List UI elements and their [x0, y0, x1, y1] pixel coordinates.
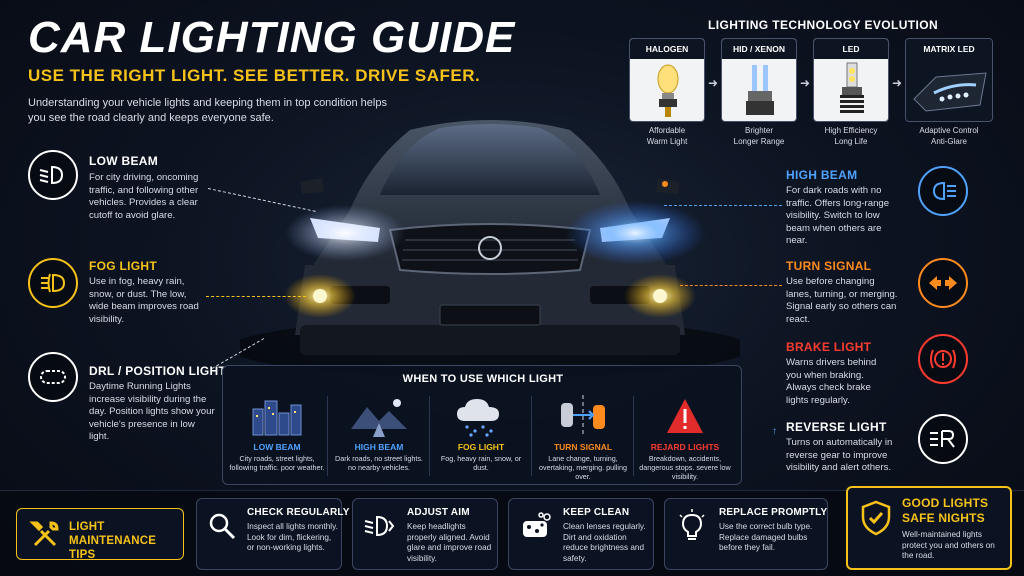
tip-adjust-desc: Keep headlights properly aligned. Avoid …	[407, 522, 492, 563]
tip-keep-clean: KEEP CLEAN Clean lenses regularly. Dirt …	[508, 498, 654, 570]
brake-light-icon	[918, 334, 968, 384]
xenon-label: HID / XENON	[722, 39, 796, 59]
matrix-led-card: MATRIX LED	[905, 38, 993, 122]
tip-clean-title: KEEP CLEAN	[563, 507, 630, 518]
xenon-sub: Brighter Longer Range	[733, 126, 785, 146]
tip-check-title: CHECK REGULARLY	[247, 507, 350, 518]
turn-signal-icon	[918, 258, 968, 308]
dark-road-icon	[351, 399, 407, 437]
drl-desc: Daytime Running Lights increase visibili…	[89, 381, 215, 442]
when-hazard-lights-title: REJARD LIGHTS	[650, 442, 720, 452]
reverse-light-icon	[918, 414, 968, 464]
when-high-beam-desc: Dark roads, no street lights. no nearby …	[335, 454, 423, 472]
high-beam-title: HIGH BEAM	[786, 168, 858, 182]
matrix-led-headlight-icon	[913, 72, 987, 112]
when-turn-signal-title: TURN SIGNAL	[553, 442, 613, 452]
high-beam-icon	[918, 166, 968, 216]
tip-replace-title: REPLACE PROMPTLY	[719, 507, 828, 518]
brake-light-desc: Warns drivers behind you when braking. A…	[786, 357, 877, 406]
evolution-arrow-3: ➜	[892, 76, 903, 90]
xenon-bulb-icon	[746, 65, 774, 115]
tip-replace-desc: Use the correct bulb type. Replace damag…	[719, 522, 813, 552]
halogen-sub: Affordable Warm Light	[646, 126, 688, 146]
when-high-beam-title: HIGH BEAM	[354, 442, 404, 452]
when-hazard-lights: REJARD LIGHTS Breakdown, accidents, dang…	[637, 394, 733, 481]
xenon-card: HID / XENON	[721, 38, 797, 122]
bulb-icon	[679, 509, 705, 540]
wrench-screwdriver-icon	[29, 521, 59, 547]
low-beam-icon	[28, 150, 78, 200]
turn-signal-desc: Use before changing lanes, turning, or m…	[786, 276, 898, 325]
reverse-light-title: REVERSE LIGHT	[786, 420, 887, 434]
led-label: LED	[814, 39, 888, 59]
evolution-arrow-2: ➜	[800, 76, 811, 90]
when-fog-light-desc: Fog, heavy rain, snow, or dust.	[440, 454, 522, 472]
evolution-heading: LIGHTING TECHNOLOGY EVOLUTION	[708, 18, 939, 32]
led-sub: High Efficiency Long Life	[824, 126, 878, 146]
page-title: CAR LIGHTING GUIDE	[28, 13, 516, 62]
good-lights-card: GOOD LIGHTS SAFE NIGHTS Well-maintained …	[846, 486, 1012, 570]
divider	[429, 396, 430, 476]
when-fog-light: FOG LIGHT Fog, heavy rain, snow, or dust…	[433, 394, 529, 480]
led-card: LED	[813, 38, 889, 122]
when-low-beam-desc: City roads, street lights, following tra…	[229, 454, 325, 472]
lane-change-icon	[561, 395, 605, 437]
high-beam-desc: For dark roads with no traffic. Offers l…	[786, 185, 890, 246]
tip-replace-promptly: REPLACE PROMPTLY Use the correct bulb ty…	[664, 498, 828, 570]
evolution-arrow-1: ➜	[708, 76, 719, 90]
turn-signal-pointer	[680, 285, 782, 286]
city-icon	[252, 400, 302, 436]
divider	[531, 396, 532, 476]
when-to-use-panel: WHEN TO USE WHICH LIGHT LOW BEAM City ro…	[222, 365, 742, 485]
maintenance-heading-card: LIGHT MAINTENANCE TIPS	[16, 508, 184, 561]
high-beam-pointer	[664, 205, 782, 206]
fog-light-icon	[28, 258, 78, 308]
headlight-aim-icon	[364, 515, 395, 537]
fog-light-title: FOG LIGHT	[89, 259, 158, 273]
when-low-beam-title: LOW BEAM	[253, 442, 301, 452]
tagline: USE THE RIGHT LIGHT. SEE BETTER. DRIVE S…	[28, 66, 481, 85]
when-turn-signal: TURN SIGNAL Lane change, turning, overta…	[535, 394, 631, 481]
fog-light-pointer	[206, 296, 306, 297]
low-beam-title: LOW BEAM	[89, 154, 159, 168]
matrix-led-sub: Adaptive Control Anti-Glare	[919, 126, 979, 146]
shield-check-icon	[861, 500, 891, 536]
intro-text: Understanding your vehicle lights and ke…	[28, 97, 387, 124]
brake-light-title: BRAKE LIGHT	[786, 340, 872, 354]
when-low-beam: LOW BEAM City roads, street lights, foll…	[229, 394, 325, 480]
divider	[327, 396, 328, 476]
tip-check-regularly: CHECK REGULARLY Inspect all lights month…	[196, 498, 349, 570]
reverse-light-desc: Turns on automatically in reverse gear t…	[786, 437, 893, 473]
halogen-label: HALOGEN	[630, 39, 704, 59]
drl-icon	[28, 352, 78, 402]
hazard-triangle-icon	[667, 399, 703, 433]
good-lights-desc: Well-maintained lights protect you and o…	[902, 530, 995, 560]
tip-adjust-title: ADJUST AIM	[407, 507, 470, 518]
when-high-beam: HIGH BEAM Dark roads, no street lights. …	[331, 394, 427, 480]
tip-check-desc: Inspect all lights monthly. Look for dim…	[247, 522, 338, 552]
maintenance-heading: LIGHT MAINTENANCE TIPS	[69, 521, 157, 561]
matrix-led-label: MATRIX LED	[906, 39, 992, 59]
tip-clean-desc: Clean lenses regularly. Dirt and oxidati…	[563, 522, 646, 563]
when-heading: WHEN TO USE WHICH LIGHT	[402, 373, 564, 385]
divider	[633, 396, 634, 476]
led-bulb-icon	[840, 62, 864, 113]
fog-light-desc: Use in fog, heavy rain, snow, or dust. T…	[89, 276, 199, 325]
reverse-pointer-icon: ↑	[772, 426, 777, 437]
good-lights-title: GOOD LIGHTS SAFE NIGHTS	[902, 496, 989, 525]
halogen-bulb-icon	[657, 64, 679, 117]
when-hazard-lights-desc: Breakdown, accidents, dangerous stops. s…	[639, 454, 731, 481]
magnifier-icon	[209, 513, 236, 540]
drl-title: DRL / POSITION LIGHT	[89, 364, 227, 378]
car-illustration	[240, 120, 740, 378]
when-turn-signal-desc: Lane change, turning, overtaking, mergin…	[539, 454, 627, 481]
low-beam-desc: For city driving, oncoming traffic, and …	[89, 172, 199, 221]
rain-cloud-icon	[457, 399, 499, 437]
halogen-card: HALOGEN	[629, 38, 705, 122]
when-fog-light-title: FOG LIGHT	[457, 442, 505, 452]
sponge-icon	[523, 512, 551, 537]
tip-adjust-aim: ADJUST AIM Keep headlights properly alig…	[352, 498, 498, 570]
turn-signal-title: TURN SIGNAL	[786, 259, 872, 273]
